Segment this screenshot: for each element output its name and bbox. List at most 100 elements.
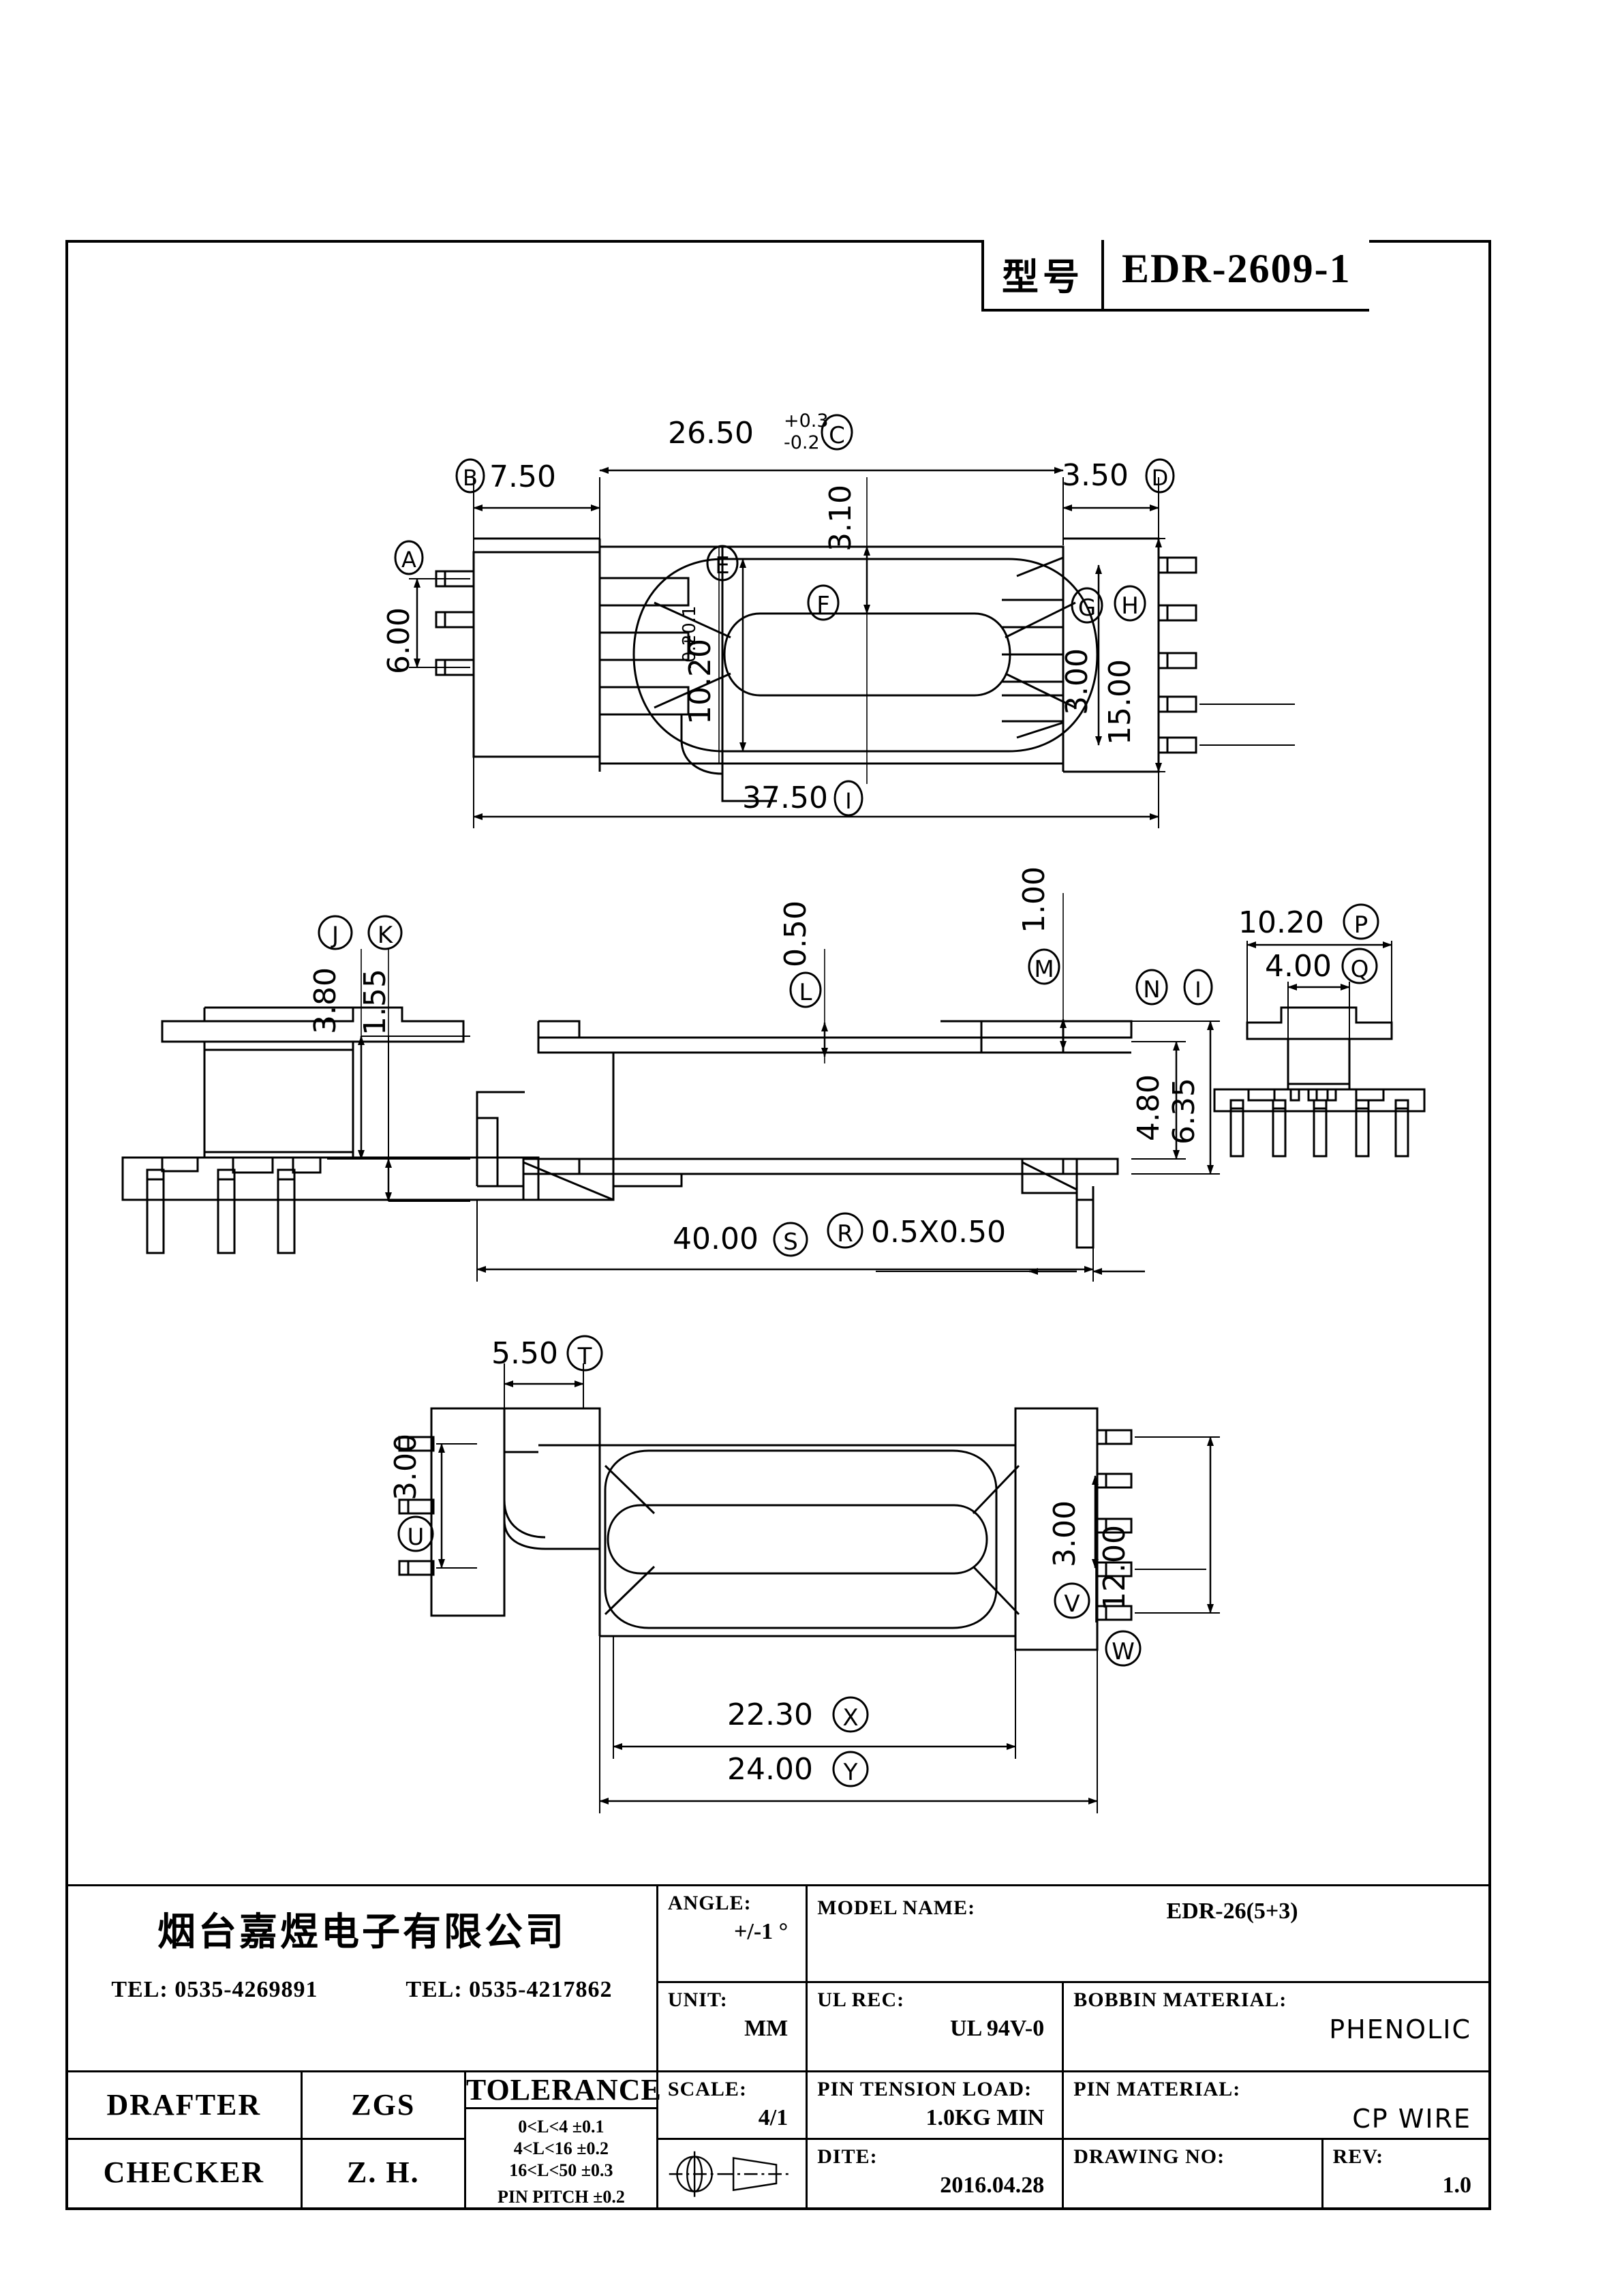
top-view-geometry	[435, 537, 1197, 802]
ul-rec-cell: UL REC: UL 94V-0	[806, 1980, 1065, 2073]
bobbin-material-value: PHENOLIC	[1329, 2014, 1471, 2044]
svg-text:N: N	[1143, 976, 1160, 1003]
pin-material-cell: PIN MATERIAL: CP WIRE	[1062, 2070, 1491, 2140]
drafter-label: DRAFTER	[106, 2088, 262, 2122]
dim-X-value: 22.30	[727, 1697, 813, 1732]
dim-E-value: 10.20	[683, 639, 718, 725]
balloon-I-front: I	[1183, 969, 1213, 1006]
scale-label: SCALE:	[667, 2078, 747, 2101]
svg-text:B: B	[463, 465, 478, 491]
svg-text:J: J	[331, 922, 339, 949]
svg-text:T: T	[577, 1343, 592, 1370]
svg-text:C: C	[829, 422, 845, 449]
svg-text:K: K	[378, 922, 394, 949]
balloon-H: H	[1114, 585, 1146, 622]
dim-F-value: 3.10	[823, 485, 858, 552]
dim-C-tol-upper: +0.3	[784, 410, 829, 432]
svg-text:P: P	[1354, 911, 1368, 939]
front-view-dimensions	[476, 893, 1220, 1282]
balloon-D: D	[1145, 458, 1175, 494]
bottom-view-geometry	[398, 1407, 1133, 1651]
bobbin-material-cell: BOBBIN MATERIAL: PHENOLIC	[1062, 1980, 1491, 2073]
svg-text:V: V	[1064, 1590, 1080, 1618]
svg-text:G: G	[1078, 594, 1096, 622]
dim-A-value: 6.00	[382, 607, 416, 674]
dim-J-value: 3.80	[308, 967, 343, 1034]
dim-H-value: 15.00	[1103, 659, 1137, 745]
right-side-view-geometry	[1213, 1006, 1426, 1158]
dim-D-value: 3.50	[1062, 458, 1129, 493]
svg-text:A: A	[401, 547, 416, 573]
balloon-J: J	[318, 915, 353, 950]
pin-material-value: CP WIRE	[1352, 2104, 1471, 2134]
date-cell: DITE: 2016.04.28	[806, 2137, 1065, 2211]
dim-T-value: 5.50	[491, 1336, 558, 1371]
ul-rec-label: UL REC:	[817, 1988, 905, 2011]
dim-E-tol-lower: -0.2	[679, 635, 700, 669]
drawing-no-cell: DRAWING NO: REV: 1.0	[1062, 2137, 1491, 2211]
model-title-box: 型号 EDR-2609-1	[981, 240, 1369, 312]
svg-text:D: D	[1152, 465, 1169, 491]
svg-text:H: H	[1121, 592, 1139, 620]
dim-K-value: 1.55	[358, 969, 393, 1036]
balloon-R: R	[827, 1212, 863, 1249]
rev-value: 1.0	[1442, 2172, 1472, 2198]
balloon-Y: Y	[832, 1751, 869, 1787]
model-name-value: EDR-26(5+3)	[1166, 1899, 1298, 1924]
dim-S-value: 40.00	[673, 1222, 759, 1256]
drafter-value: ZGS	[351, 2088, 416, 2122]
tolerance-cell: TOLERANCE 0<L<4 ±0.1 4<L<16 ±0.2 16<L<50…	[463, 2070, 661, 2210]
svg-text:Y: Y	[843, 1759, 858, 1786]
dim-U-value: 3.00	[388, 1434, 423, 1500]
tolerance-row: 16<L<50 ±0.3	[509, 2160, 613, 2180]
balloon-I-top: I	[833, 780, 863, 817]
dim-I-value: 37.50	[742, 781, 828, 815]
balloon-V: V	[1054, 1582, 1090, 1619]
dim-E-tol-upper: +0.1	[679, 605, 700, 648]
top-view-dimensions	[409, 467, 1295, 828]
svg-text:Q: Q	[1351, 956, 1369, 983]
balloon-X: X	[832, 1696, 869, 1733]
model-name-cell: MODEL NAME: EDR-26(5+3)	[806, 1884, 1491, 1983]
pin-tension-cell: PIN TENSION LOAD: 1.0KG MIN	[806, 2070, 1065, 2140]
dim-M-value: 1.00	[1017, 866, 1052, 933]
dim-G-value: 3.00	[1060, 648, 1095, 715]
tolerance-row: PIN PITCH ±0.2	[497, 2187, 625, 2207]
dim-Y-value: 24.00	[727, 1752, 813, 1787]
checker-label: CHECKER	[103, 2155, 265, 2189]
dim-P-value: 10.20	[1238, 905, 1324, 940]
angle-cell: ANGLE: +/-1 °	[656, 1884, 808, 1983]
model-value: EDR-2609-1	[1122, 246, 1351, 291]
bobbin-material-label: BOBBIN MATERIAL:	[1073, 1988, 1287, 2011]
tolerance-row: 0<L<4 ±0.1	[518, 2117, 605, 2137]
date-label: DITE:	[817, 2145, 878, 2168]
balloon-N: N	[1135, 969, 1168, 1006]
ul-rec-value: UL 94V-0	[950, 2015, 1045, 2041]
svg-text:E: E	[715, 552, 729, 579]
balloon-M: M	[1028, 948, 1060, 985]
balloon-W: W	[1105, 1630, 1142, 1667]
dim-R-value: 0.5X0.50	[871, 1215, 1006, 1250]
checker-value: Z. H.	[347, 2155, 420, 2189]
dim-C-tol-lower: -0.2	[784, 432, 820, 453]
balloon-U: U	[397, 1515, 434, 1552]
scale-value: 4/1	[758, 2105, 789, 2131]
balloon-F: F	[807, 584, 840, 621]
svg-text:R: R	[837, 1220, 853, 1248]
model-name-label: MODEL NAME:	[817, 1897, 976, 1919]
date-value: 2016.04.28	[940, 2172, 1045, 2198]
scale-cell: SCALE: 4/1	[656, 2070, 808, 2140]
balloon-E: E	[706, 545, 739, 581]
balloon-G: G	[1071, 587, 1103, 624]
projection-symbol-cell	[656, 2137, 808, 2211]
svg-text:M: M	[1034, 956, 1054, 983]
dim-L-value: 0.50	[778, 901, 813, 967]
balloon-B: B	[455, 458, 485, 494]
svg-text:L: L	[799, 979, 812, 1006]
svg-text:I: I	[845, 788, 851, 814]
svg-text:F: F	[816, 592, 830, 619]
dim-Q-value: 4.00	[1265, 949, 1332, 984]
drafter-label-cell: DRAFTER	[65, 2070, 303, 2140]
